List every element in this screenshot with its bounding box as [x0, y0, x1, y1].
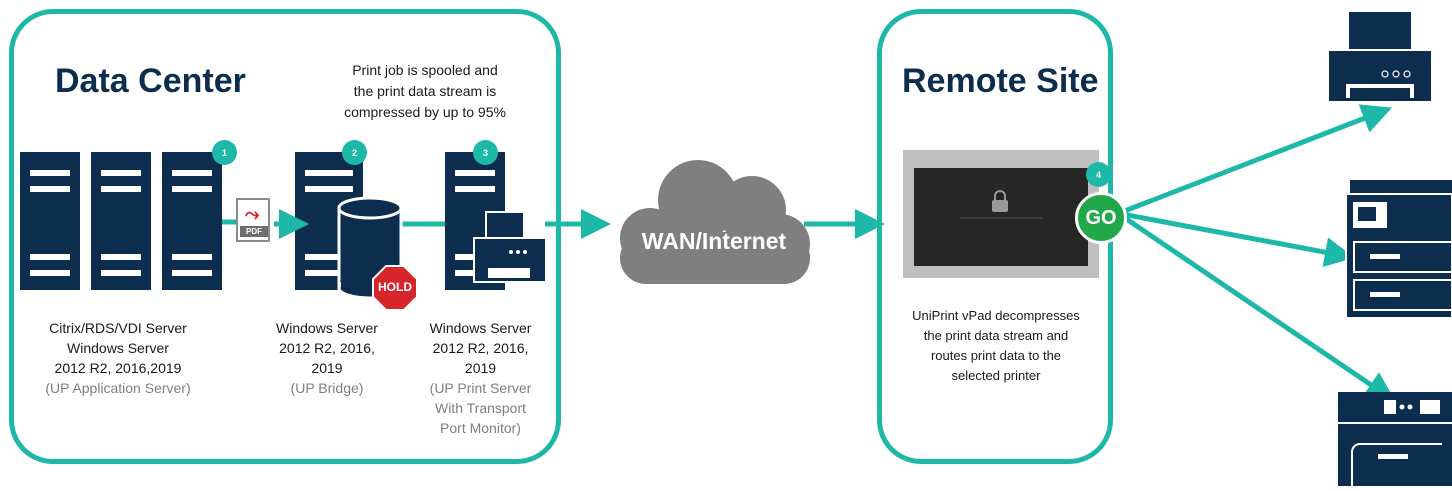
arrow-to-printer-2: [1121, 211, 1355, 267]
pdf-label: PDF: [240, 226, 268, 237]
caption-line: Windows Server: [276, 320, 378, 336]
spool-note-line: the print data stream is: [353, 83, 497, 99]
caption-line: Windows Server: [429, 320, 532, 336]
caption-role: With Transport: [434, 400, 527, 416]
caption-line: 2012 R2, 2016,: [432, 340, 529, 356]
application-server-icon: [162, 152, 222, 290]
caption-role: (UP Bridge): [290, 380, 364, 396]
caption-role: (UP Application Server): [45, 380, 191, 396]
bridge-server-caption: Windows Server 2012 R2, 2016, 2019 (UP B…: [267, 318, 387, 398]
pdf-document-icon: ⤳ PDF: [236, 198, 274, 244]
application-server-icon: [91, 152, 151, 290]
desktop-printer-icon: [1327, 12, 1433, 103]
step-badge-3: 3: [473, 140, 498, 165]
arrow-to-printer-1: [1121, 104, 1392, 215]
caption-line: Citrix/RDS/VDI Server: [49, 320, 187, 336]
caption-line: selected printer: [951, 368, 1041, 383]
spool-note-line: Print job is spooled and: [352, 62, 498, 78]
go-icon: GO: [1075, 192, 1127, 244]
step-badge-4: 4: [1086, 162, 1111, 187]
multifunction-printer-icon: [1345, 180, 1452, 319]
caption-line: routes print data to the: [930, 348, 1062, 363]
application-server-icon: [20, 152, 80, 290]
spool-note: Print job is spooled and the print data …: [315, 60, 535, 123]
hold-label: HOLD: [378, 280, 412, 294]
copier-printer-icon: [1338, 392, 1452, 486]
vpad-screen: [903, 150, 1099, 278]
caption-line: UniPrint vPad decompresses: [912, 308, 1080, 323]
application-server-caption: Citrix/RDS/VDI Server Windows Server 201…: [18, 318, 218, 398]
caption-line: 2019: [464, 360, 497, 376]
data-center-title: Data Center: [55, 62, 246, 100]
caption-role: Port Monitor): [440, 420, 521, 436]
vpad-caption: UniPrint vPad decompresses the print dat…: [887, 306, 1105, 386]
hold-icon: HOLD: [372, 265, 418, 311]
arrow-to-printer-3: [1120, 213, 1396, 402]
wan-label: WAN/Internet: [641, 228, 787, 254]
step-badge-1: 1: [212, 140, 237, 165]
spool-note-line: compressed by up to 95%: [344, 104, 506, 120]
caption-line: 2012 R2, 2016,2019: [54, 360, 182, 376]
step-badge-2: 2: [342, 140, 367, 165]
printer-icon: [473, 211, 547, 283]
caption-line: the print data stream and: [923, 328, 1069, 343]
print-server-caption: Windows Server 2012 R2, 2016, 2019 (UP P…: [418, 318, 543, 438]
cloud-icon: [620, 160, 810, 284]
caption-line: 2012 R2, 2016,: [279, 340, 375, 356]
caption-role: (UP Print Server: [429, 380, 532, 396]
data-center-panel: [9, 9, 561, 464]
remote-site-title: Remote Site: [902, 62, 1099, 100]
caption-line: Windows Server: [67, 340, 169, 356]
caption-line: 2019: [311, 360, 343, 376]
